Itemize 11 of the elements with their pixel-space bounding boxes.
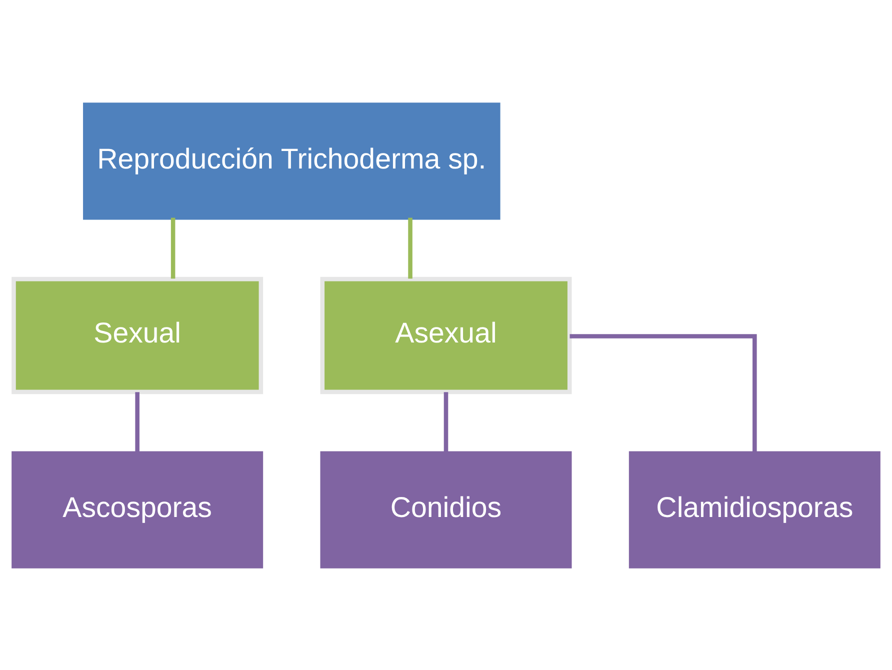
connector xyxy=(135,392,140,452)
connector xyxy=(170,217,176,278)
node-box: Reproducción Trichoderma sp. xyxy=(83,102,500,220)
node-box: Conidios xyxy=(320,450,572,568)
connector xyxy=(444,392,448,452)
node-box: Ascosporas xyxy=(12,450,264,568)
connector xyxy=(570,334,757,452)
connector xyxy=(408,217,412,278)
node-box: Clamidiosporas xyxy=(628,450,880,568)
node-box: Asexual xyxy=(320,276,572,394)
node-box: Sexual xyxy=(12,276,264,394)
